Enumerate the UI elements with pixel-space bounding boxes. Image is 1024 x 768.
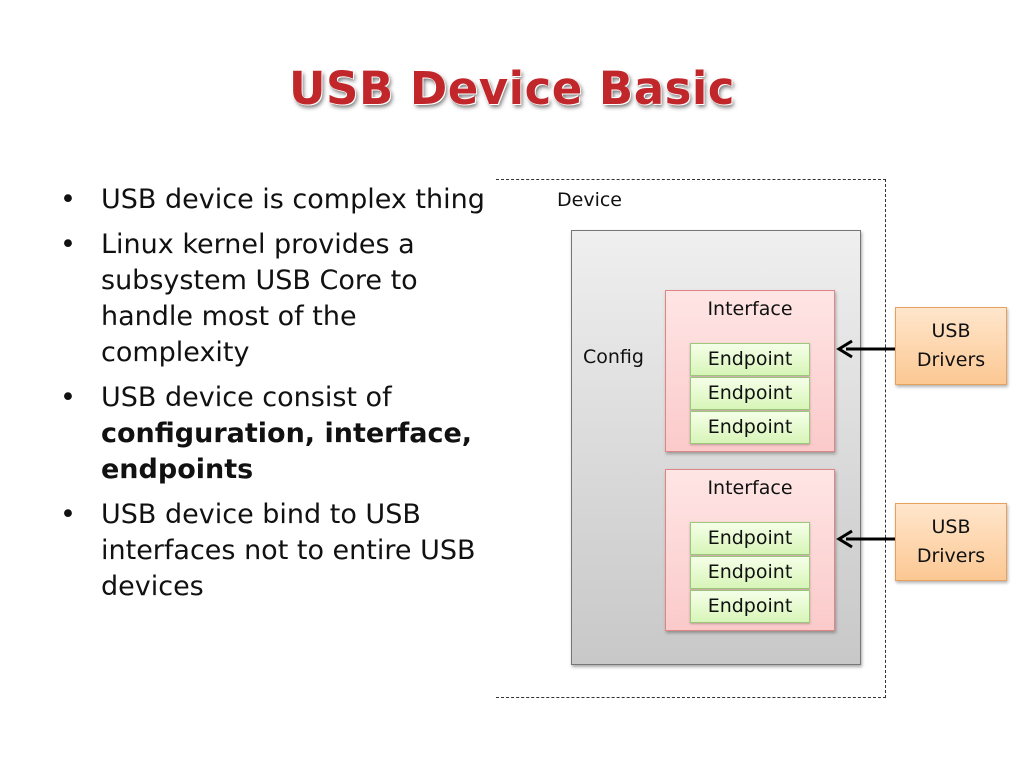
usb-driver-box: USB Drivers [895,307,1007,385]
endpoint-box: Endpoint [690,343,810,376]
bullet-list: • USB device is complex thing • Linux ke… [58,182,498,614]
device-label: Device [557,189,622,211]
device-frame [496,179,886,698]
bullet-text: USB device consist of [101,382,392,413]
driver-label-line1: USB [931,320,971,342]
endpoint-box: Endpoint [690,522,810,555]
endpoint-box: Endpoint [690,590,810,623]
bullet-dot-icon: • [60,184,76,215]
bullet-item: • Linux kernel provides a subsystem USB … [58,227,498,371]
driver-label-line2: Drivers [916,349,986,371]
usb-driver-box: USB Drivers [895,503,1007,581]
bullet-dot-icon: • [60,382,76,413]
interface-label: Interface [707,477,793,499]
endpoint-box: Endpoint [690,377,810,410]
interface-box: Interface Endpoint Endpoint Endpoint [665,469,835,631]
bullet-text: USB device bind to USB interfaces not to… [101,499,476,602]
bullet-text: Linux kernel provides a subsystem USB Co… [101,229,418,368]
bullet-item: • USB device bind to USB interfaces not … [58,497,498,605]
endpoint-box: Endpoint [690,556,810,589]
driver-label-line1: USB [931,516,971,538]
bullet-item: • USB device consist of configuration, i… [58,380,498,488]
bullet-bold-text: configuration, interface, endpoints [101,418,473,485]
bullet-item: • USB device is complex thing [58,182,498,218]
interface-label: Interface [707,298,793,320]
driver-label-line2: Drivers [916,545,986,567]
bullet-text: USB device is complex thing [101,184,485,215]
bullet-dot-icon: • [60,499,76,530]
bullet-dot-icon: • [60,229,76,260]
endpoint-box: Endpoint [690,411,810,444]
config-label: Config [583,346,644,368]
interface-box: Interface Endpoint Endpoint Endpoint [665,290,835,452]
slide-title: USB Device Basic [289,62,735,115]
